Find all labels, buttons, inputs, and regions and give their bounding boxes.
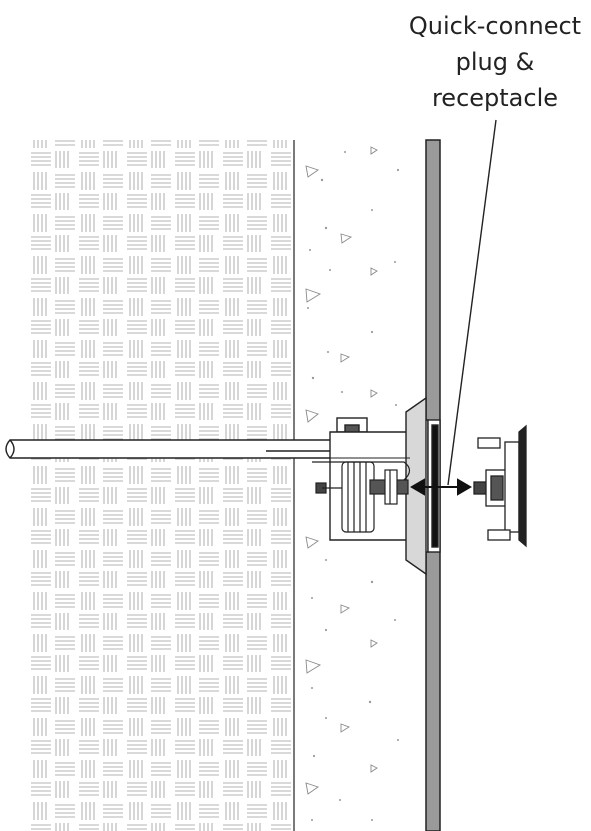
quick-connect-plug bbox=[473, 424, 527, 548]
receptacle-coils bbox=[300, 457, 411, 533]
double-arrow-icon bbox=[410, 478, 472, 496]
conduit-pipe bbox=[5, 439, 333, 459]
callout-line-2: plug & bbox=[455, 48, 535, 76]
callout-label: Quick-connect plug & receptacle bbox=[400, 8, 590, 116]
callout-leader bbox=[447, 119, 497, 486]
callout-line-1: Quick-connect bbox=[408, 12, 582, 40]
callout-line-3: receptacle bbox=[431, 84, 559, 112]
concrete-dots bbox=[307, 151, 400, 821]
brick-wall bbox=[29, 140, 294, 831]
concrete-fill bbox=[305, 146, 378, 795]
